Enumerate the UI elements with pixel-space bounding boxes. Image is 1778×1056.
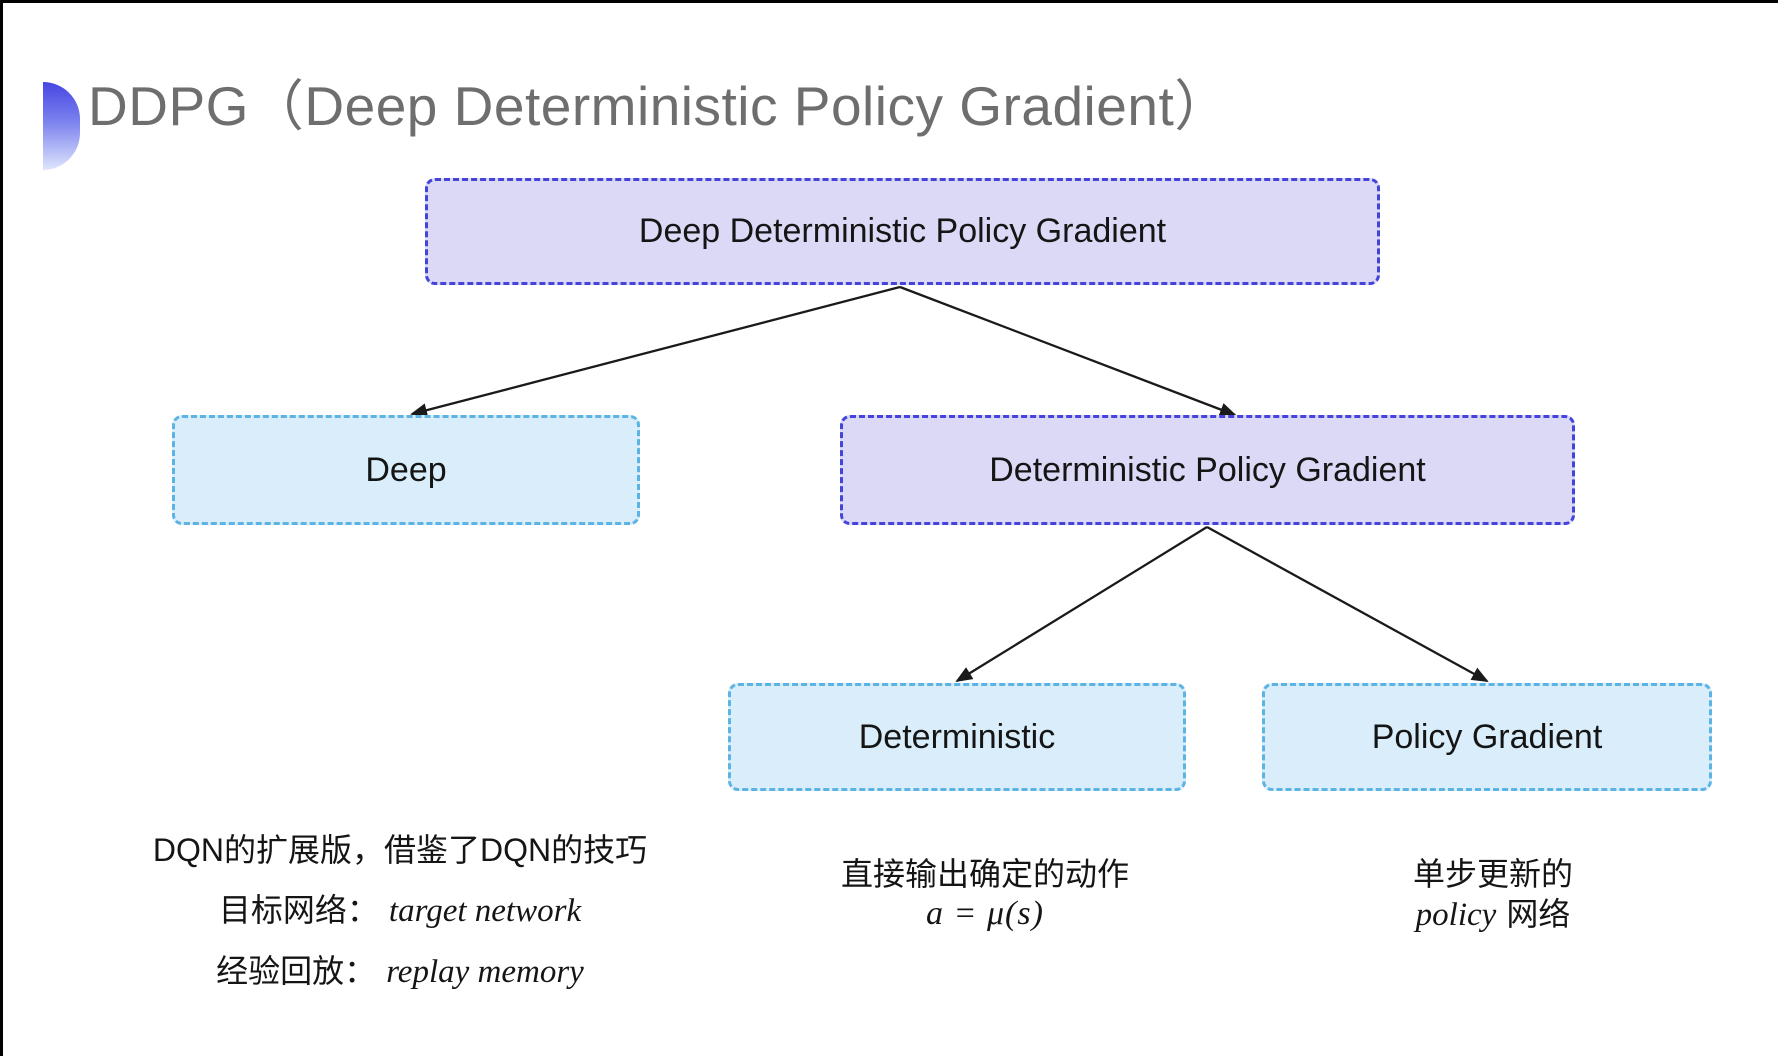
- note-policy-gradient-line1: 单步更新的: [1412, 856, 1573, 892]
- policy-word-italic: policy: [1415, 897, 1497, 933]
- page-title: DDPG（Deep Deterministic Policy Gradient）: [88, 75, 1230, 137]
- node-deterministic: Deterministic: [728, 683, 1186, 791]
- node-deep-deterministic-policy-gradient: Deep Deterministic Policy Gradient: [425, 178, 1380, 285]
- note-deep-line3: 经验回放：replay memory: [130, 941, 670, 1002]
- replay-memory-label: 经验回放：: [216, 953, 377, 989]
- arrow-root-to-deep: [410, 285, 901, 417]
- note-deep-line2: 目标网络：target network: [130, 880, 670, 941]
- note-deep: DQN的扩展版，借鉴了DQN的技巧 目标网络：target network 经验…: [130, 820, 670, 1002]
- node-policy-gradient: Policy Gradient: [1262, 683, 1712, 791]
- arrow-dpg-to-policy-gradient: [1206, 525, 1489, 683]
- target-network-value: target network: [388, 893, 582, 929]
- replay-memory-value: replay memory: [386, 954, 584, 990]
- node-deep: Deep: [172, 415, 640, 525]
- target-network-label: 目标网络：: [218, 892, 379, 928]
- title-bullet-icon: [43, 82, 80, 170]
- note-deterministic-formula: a = μ(s): [926, 895, 1044, 932]
- slide-left-border: [0, 0, 3, 1056]
- node-policy-gradient-label: Policy Gradient: [1371, 717, 1603, 756]
- note-deep-line1: DQN的扩展版，借鉴了DQN的技巧: [152, 832, 648, 868]
- note-deterministic-line1: 直接输出确定的动作: [840, 856, 1129, 892]
- policy-word-rest: 网络: [1506, 896, 1571, 932]
- arrow-dpg-to-deterministic: [955, 526, 1208, 683]
- note-deterministic: 直接输出确定的动作 a = μ(s): [735, 854, 1235, 934]
- node-deterministic-label: Deterministic: [858, 717, 1056, 756]
- node-dpg-label: Deterministic Policy Gradient: [989, 450, 1426, 489]
- node-deterministic-policy-gradient: Deterministic Policy Gradient: [840, 415, 1575, 525]
- arrow-root-to-dpg: [899, 285, 1237, 417]
- node-root-label: Deep Deterministic Policy Gradient: [638, 212, 1167, 250]
- slide-top-border: [0, 0, 1778, 3]
- node-deep-label: Deep: [365, 450, 447, 489]
